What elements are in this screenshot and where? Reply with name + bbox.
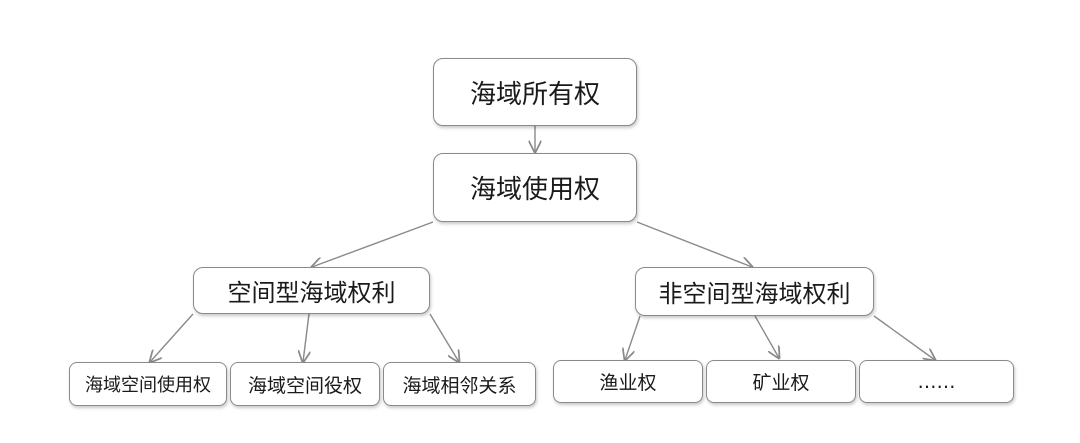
- node-nonspatial-sea-area-rights: 非空间型海域权利: [635, 267, 874, 316]
- edge-spatial-to-leaf-1: [150, 313, 194, 362]
- edge-nonspatial-to-leaf-3: [873, 315, 935, 360]
- node-sea-area-ownership: 海域所有权: [433, 58, 637, 126]
- edge-child-to-nonspatial: [636, 221, 752, 267]
- edge-child-to-spatial: [312, 221, 434, 267]
- leaf-sea-neighboring-relation: 海域相邻关系: [383, 362, 536, 406]
- node-spatial-sea-area-rights: 空间型海域权利: [193, 267, 430, 314]
- edge-spatial-to-leaf-3: [429, 313, 459, 362]
- leaf-mining-right: 矿业权: [706, 360, 856, 403]
- leaf-fishery-right: 渔业权: [553, 360, 703, 403]
- edge-nonspatial-to-leaf-2: [754, 315, 779, 358]
- edge-spatial-to-leaf-2: [303, 313, 309, 362]
- leaf-sea-space-use-right: 海域空间使用权: [69, 362, 227, 406]
- leaf-ellipsis: ……: [859, 360, 1014, 403]
- edge-nonspatial-to-leaf-1: [625, 315, 641, 360]
- node-sea-area-use-right: 海域使用权: [433, 153, 637, 222]
- leaf-sea-space-servitude: 海域空间役权: [230, 362, 380, 406]
